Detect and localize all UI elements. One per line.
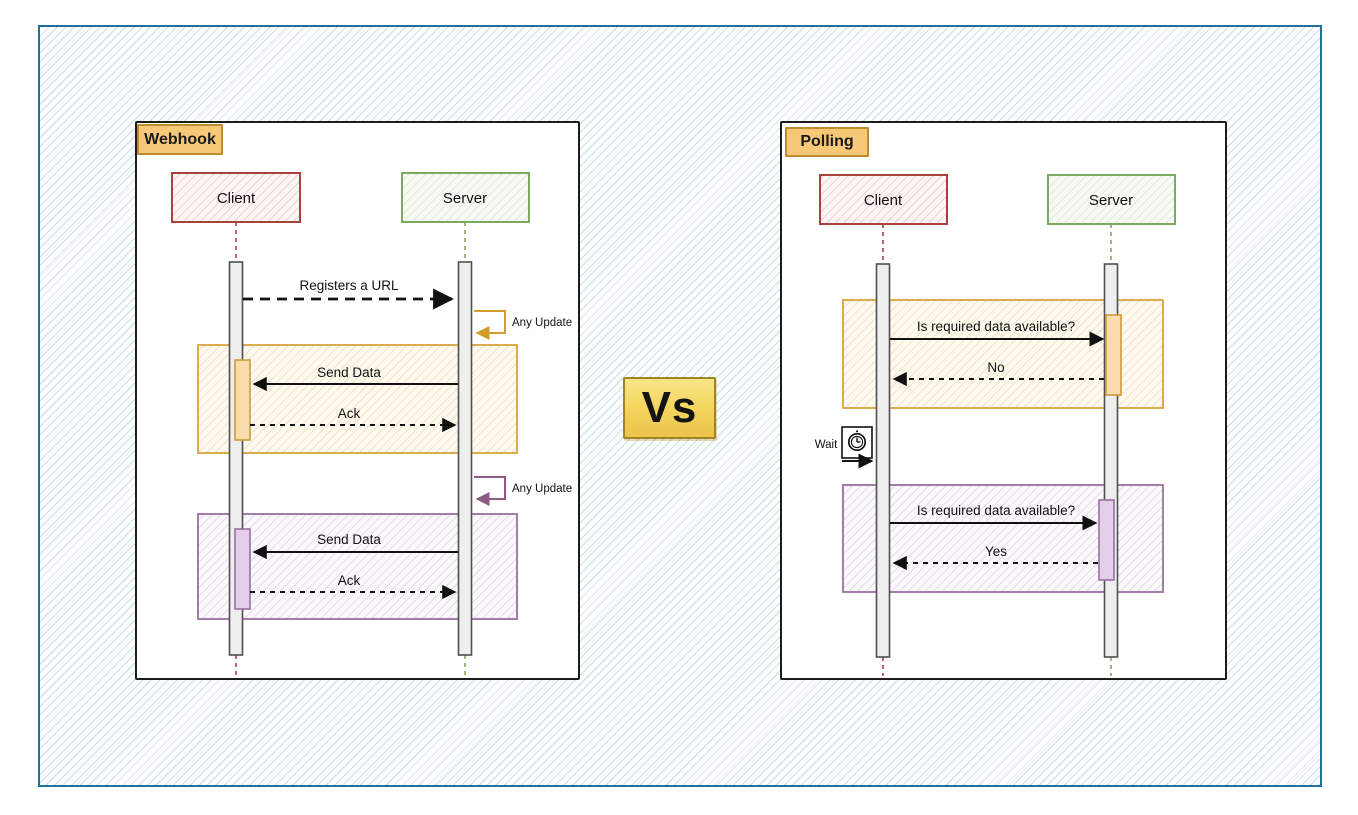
webhook-send-data-1-label: Send Data (317, 365, 381, 380)
polling-title-badge: Polling (785, 127, 869, 157)
webhook-any-update-1-loop (474, 310, 506, 340)
webhook-title-text: Webhook (144, 130, 216, 148)
polling-no-label: No (987, 360, 1004, 375)
webhook-server-actor-box (401, 172, 530, 223)
vs-badge: Vs (623, 377, 716, 439)
polling-wait-box (841, 426, 873, 459)
polling-client-activation-bar (875, 263, 891, 658)
polling-client-actor-box (819, 174, 948, 225)
polling-title-text: Polling (800, 133, 854, 150)
polling-sequence-diagram: Client Server Is required data available… (815, 174, 1176, 676)
webhook-server-label: Server (443, 190, 487, 207)
polling-yes-label: Yes (985, 544, 1007, 559)
webhook-panel: Client Server Registers a URL Any Update… (135, 121, 580, 680)
webhook-any-update-2-loop (474, 476, 506, 506)
polling-server-nested-activation-orange (1105, 314, 1122, 396)
polling-question-1-label: Is required data available? (917, 319, 1075, 334)
webhook-any-update-2-label: Any Update (512, 483, 572, 495)
polling-server-nested-activation-purple (1098, 499, 1115, 581)
webhook-ack-2-label: Ack (338, 573, 361, 588)
webhook-client-nested-activation-purple (234, 528, 251, 610)
clock-icon (847, 430, 867, 452)
webhook-send-data-2-label: Send Data (317, 532, 381, 547)
polling-panel: Client Server Is required data available… (780, 121, 1227, 680)
polling-client-label: Client (864, 192, 903, 209)
polling-server-actor-box (1047, 174, 1176, 225)
polling-question-2-label: Is required data available? (917, 503, 1075, 518)
webhook-server-activation-bar (457, 261, 473, 656)
vs-text: Vs (641, 383, 698, 432)
polling-server-label: Server (1089, 192, 1133, 209)
webhook-msg-register-label: Registers a URL (299, 278, 399, 293)
webhook-client-nested-activation-orange (234, 359, 251, 441)
webhook-sequence-diagram: Client Server Registers a URL Any Update… (171, 172, 572, 675)
webhook-client-label: Client (217, 190, 256, 207)
polling-wait-label: Wait (815, 439, 838, 451)
webhook-any-update-1-label: Any Update (512, 317, 572, 329)
webhook-ack-1-label: Ack (338, 406, 361, 421)
webhook-client-actor-box (171, 172, 301, 223)
webhook-title-badge: Webhook (137, 124, 223, 155)
